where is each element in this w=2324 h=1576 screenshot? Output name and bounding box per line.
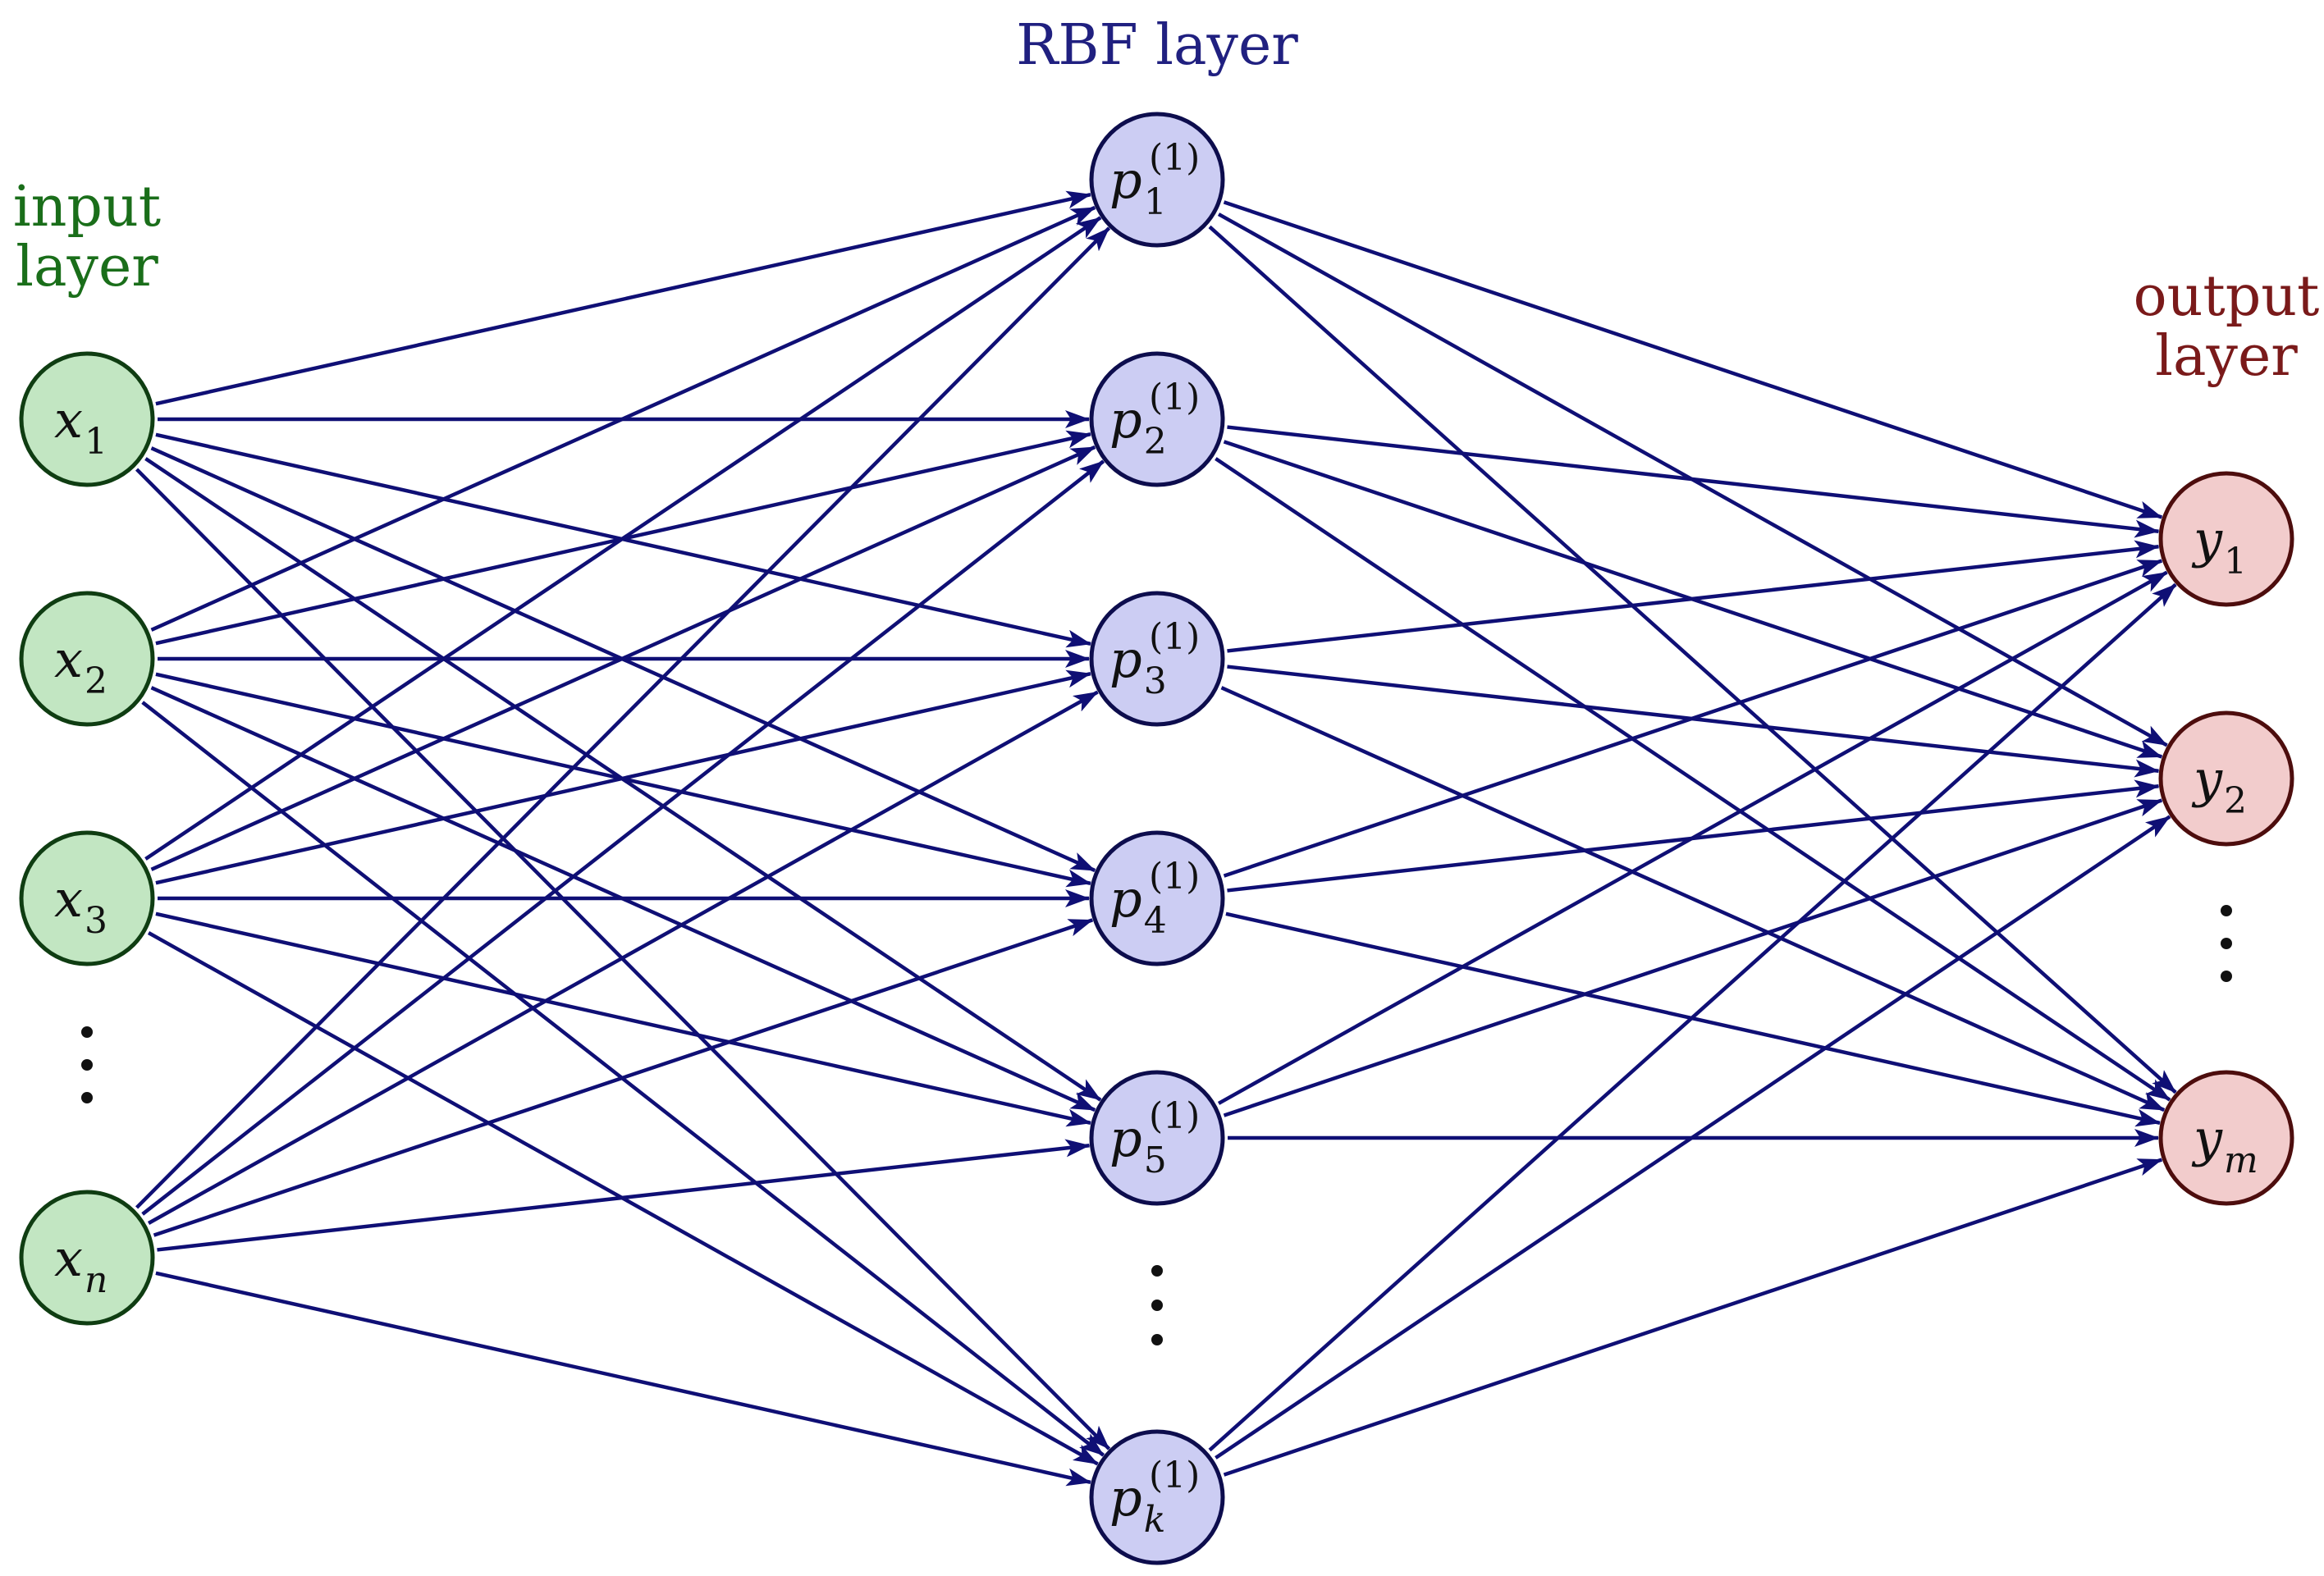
input-node-xn: xn xyxy=(19,1190,155,1326)
edge-x3-p3 xyxy=(155,669,1091,885)
output-node-y2-label: y2 xyxy=(2191,749,2247,822)
hidden-ellipsis xyxy=(1151,1265,1163,1345)
rbf-node-p4-label: p4 xyxy=(1109,869,1167,942)
edge-pk-y1 xyxy=(1208,582,2177,1452)
rbf-node-pk-superscript: (1) xyxy=(1149,1455,1200,1496)
rbf-node-p4-circle xyxy=(1089,830,1225,966)
input-layer-title-line2: layer xyxy=(16,235,158,299)
output-node-ym-label: ym xyxy=(2191,1108,2258,1181)
rbf-node-pk-label: pk xyxy=(1109,1468,1165,1541)
rbf-node-p5-circle xyxy=(1089,1070,1225,1206)
output-node-y1-label: y1 xyxy=(2191,509,2247,582)
rbf-node-p5-superscript: (1) xyxy=(1149,1095,1200,1137)
edge-p3-y1 xyxy=(1227,540,2160,653)
output-node-y2-circle xyxy=(2158,710,2294,847)
edge-p4-y1 xyxy=(1223,559,2163,878)
edge-xn-pk xyxy=(155,1271,1091,1487)
edge-p5-y2 xyxy=(1223,798,2163,1117)
edge-x2-p1 xyxy=(150,205,1096,632)
rbf-node-p1: p1(1) xyxy=(1089,112,1225,248)
rbf-node-p4-superscript: (1) xyxy=(1149,856,1200,898)
output-node-y1-circle xyxy=(2158,471,2294,607)
connection-edges xyxy=(135,190,2177,1487)
output-ellipsis xyxy=(2221,905,2232,982)
input-node-xn-circle xyxy=(19,1190,155,1326)
input-node-x1: x1 xyxy=(19,351,155,487)
rbf-node-p2-label: p2 xyxy=(1109,390,1167,463)
edge-xn-p3 xyxy=(147,690,1099,1225)
edge-pk-y2 xyxy=(1215,815,2171,1460)
rbf-node-p2: p2(1) xyxy=(1089,351,1225,487)
rbf-node-pk: pk(1) xyxy=(1089,1429,1225,1565)
edge-xn-p1 xyxy=(135,226,1111,1209)
rbf-node-p1-circle xyxy=(1089,112,1225,248)
rbf-node-p2-circle xyxy=(1089,351,1225,487)
output-layer-title-line2: layer xyxy=(2155,324,2298,389)
rbf-node-p1-label: p1 xyxy=(1109,150,1167,223)
output-node-y1: y1 xyxy=(2158,471,2294,607)
edge-p3-ym xyxy=(1220,686,2166,1112)
output-layer-title-line1: output xyxy=(2134,264,2320,329)
input-node-x3: x3 xyxy=(19,830,155,966)
input-node-x2-label: x2 xyxy=(54,629,108,702)
edge-p1-ym xyxy=(1208,225,2177,1094)
output-node-ym: ym xyxy=(2158,1070,2294,1206)
input-node-x2: x2 xyxy=(19,591,155,727)
edge-xn-p5 xyxy=(157,1139,1091,1252)
input-node-xn-label: xn xyxy=(54,1228,108,1301)
edge-p5-y1 xyxy=(1217,570,2168,1105)
rbf-node-p3-label: p3 xyxy=(1109,629,1167,702)
network-nodes: x1x2x3xnp1(1)p2(1)p3(1)p4(1)p5(1)pk(1)y1… xyxy=(19,112,2294,1565)
edge-xn-p2 xyxy=(141,459,1105,1216)
rbf-node-p3-superscript: (1) xyxy=(1149,616,1200,658)
input-node-x1-circle xyxy=(19,351,155,487)
edge-x3-p5 xyxy=(155,911,1091,1127)
rbf-node-p1-superscript: (1) xyxy=(1149,137,1200,179)
edge-xn-p4 xyxy=(153,918,1094,1237)
input-node-x3-circle xyxy=(19,830,155,966)
rbf-node-p5: p5(1) xyxy=(1089,1070,1225,1206)
edge-x3-p1 xyxy=(144,216,1102,861)
rbf-node-p4: p4(1) xyxy=(1089,830,1225,966)
input-node-x2-circle xyxy=(19,591,155,727)
edge-p1-y1 xyxy=(1223,200,2163,519)
input-layer-title-line1: input xyxy=(13,175,161,240)
input-node-x1-label: x1 xyxy=(54,390,108,463)
rbf-node-p2-superscript: (1) xyxy=(1149,377,1200,418)
output-node-ym-circle xyxy=(2158,1070,2294,1206)
hidden-layer-title: RBF layer xyxy=(1016,13,1298,78)
edge-p2-y1 xyxy=(1227,425,2160,538)
edge-x1-p1 xyxy=(155,190,1091,406)
input-node-x3-label: x3 xyxy=(54,869,108,942)
input-ellipsis xyxy=(81,1026,93,1103)
rbf-node-p3-circle xyxy=(1089,591,1225,727)
output-node-y2: y2 xyxy=(2158,710,2294,847)
edge-pk-ym xyxy=(1223,1158,2163,1477)
rbf-node-p5-label: p5 xyxy=(1109,1108,1167,1181)
rbf-node-pk-circle xyxy=(1089,1429,1225,1565)
rbf-node-p3: p3(1) xyxy=(1089,591,1225,727)
edge-p2-ym xyxy=(1215,457,2171,1102)
edge-x3-p2 xyxy=(150,445,1096,871)
